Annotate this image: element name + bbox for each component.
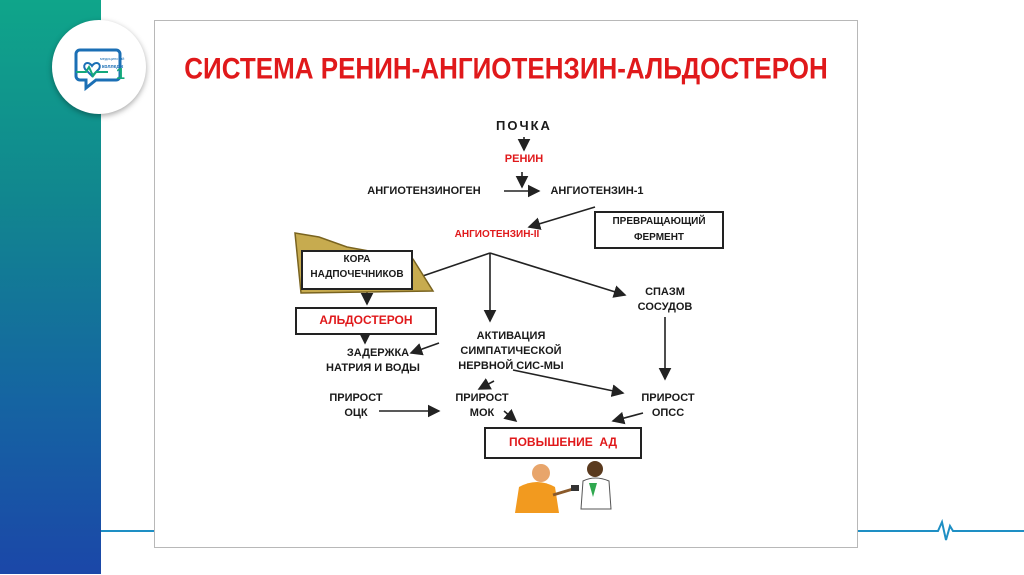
- sympathetic-label-2: СИМПАТИЧЕСКОЙ: [460, 345, 562, 357]
- adrenal-cortex-label-1: КОРА: [343, 254, 371, 265]
- adrenal-cortex-label-2: НАДПОЧЕЧНИКОВ: [310, 269, 404, 280]
- mco-increase-label-1: ПРИРОСТ: [455, 392, 509, 404]
- logo-number: 1: [116, 66, 125, 83]
- pulse-icon: [930, 518, 962, 541]
- logo-text-line2: колледж: [102, 64, 124, 70]
- sympathetic-label-1: АКТИВАЦИЯ: [476, 330, 546, 342]
- opss-increase-label-2: ОПСС: [651, 407, 685, 419]
- aldosterone-label: АЛЬДОСТЕРОН: [319, 313, 413, 327]
- adrenal-cortex-box: [301, 250, 413, 290]
- footer-line-right: [962, 530, 1024, 532]
- opss-increase-label-1: ПРИРОСТ: [641, 392, 695, 404]
- logo-heart-icon: [74, 48, 122, 92]
- angiotensin2-label: АНГИОТЕНЗИН-II: [454, 229, 540, 240]
- converting-enzyme-label-1: ПРЕВРАЩАЮЩИЙ: [612, 216, 706, 227]
- angiotensinogen-label: АНГИОТЕНЗИНОГЕН: [367, 185, 481, 197]
- slide-image-frame: СИСТЕМА РЕНИН-АНГИОТЕНЗИН-АЛЬДОСТЕРОН: [154, 20, 858, 548]
- angiotensin1-label: АНГИОТЕНЗИН-1: [550, 185, 644, 197]
- bcv-increase-label-2: ОЦК: [344, 407, 368, 419]
- college-logo: медицинский колледж 1: [52, 20, 146, 114]
- blood-pressure-increase-label: ПОВЫШЕНИЕ АД: [508, 435, 618, 449]
- footer-line-mid: [858, 530, 930, 532]
- bcv-increase-label-1: ПРИРОСТ: [329, 392, 383, 404]
- footer-line-left: [101, 530, 154, 532]
- sodium-retention-label-1: ЗАДЕРЖКА: [346, 347, 410, 359]
- spasm-label-2: СОСУДОВ: [637, 301, 693, 313]
- converting-enzyme-box: [594, 211, 724, 249]
- renin-label: РЕНИН: [504, 153, 544, 165]
- mco-increase-label-2: МОК: [469, 407, 495, 419]
- converting-enzyme-label-2: ФЕРМЕНТ: [633, 232, 685, 243]
- spasm-label-1: СПАЗМ: [645, 286, 685, 298]
- sympathetic-label-3: НЕРВНОЙ СИС-МЫ: [458, 360, 564, 372]
- sodium-retention-label-2: НАТРИЯ И ВОДЫ: [326, 362, 420, 374]
- logo-text-line1: медицинский: [100, 56, 125, 61]
- diagram-title: СИСТЕМА РЕНИН-АНГИОТЕНЗИН-АЛЬДОСТЕРОН: [184, 50, 828, 86]
- result-box: [484, 427, 642, 459]
- aldosterone-box: [295, 307, 437, 335]
- kidney-label: ПОЧКА: [496, 118, 552, 133]
